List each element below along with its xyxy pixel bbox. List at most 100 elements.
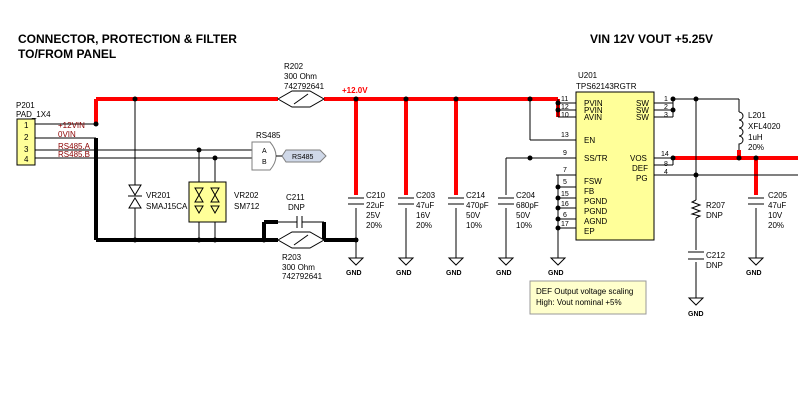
def-note: DEF Output voltage scaling High: Vout no… (529, 280, 647, 315)
p201-pin-1: 1 (24, 121, 29, 130)
vr201-ref: VR201 (146, 191, 171, 200)
u201-sw-1: SW (636, 99, 649, 108)
p201-part: PAD_1X4 (16, 110, 51, 119)
c211-ref: C211 (286, 193, 305, 202)
u201-pin-12: 12 (561, 104, 569, 111)
c214-voltage: 50V (466, 211, 481, 220)
c204-value: 680pF (516, 201, 539, 210)
u201-pin-10: 10 (561, 112, 569, 119)
gnd-label: GND (396, 270, 412, 277)
title-line-1: CONNECTOR, PROTECTION & FILTER (18, 32, 237, 46)
note-line-1: DEF Output voltage scaling (536, 287, 633, 296)
l201-tol: 20% (748, 143, 764, 152)
u201-avin: AVIN (584, 113, 602, 122)
u201-pvin-2: PVIN (584, 106, 603, 115)
c205-tol: 20% (768, 221, 784, 230)
cap-c205: C205 47uF 10V 20% (748, 191, 788, 230)
gnd-c203: GND (396, 257, 415, 277)
rail-label: +12.0V (342, 86, 368, 95)
u201-pin-1: 1 (664, 96, 668, 103)
cap-c204: C204 680pF 50V 10% (498, 191, 539, 230)
c210-value: 22uF (366, 201, 384, 210)
c204-tol: 10% (516, 221, 532, 230)
c211-value: DNP (288, 203, 305, 212)
gnd-label: GND (446, 270, 462, 277)
cap-c203: C203 47uF 16V 20% (398, 191, 436, 230)
u201-ep: EP (584, 227, 595, 236)
u201-fb: FB (584, 187, 594, 196)
resistor-r207: R207 DNP (690, 199, 726, 220)
rs485-net-label: RS485 (292, 154, 314, 161)
u201-ref: U201 (578, 71, 598, 80)
ic-u201: U201 TPS62143RGTR 11 PVIN 12 PVIN 10 AVI… (561, 71, 669, 241)
r202-part: 742792641 (284, 82, 325, 91)
c212-ref: C212 (706, 251, 726, 260)
p201-body (16, 118, 36, 166)
r207-value: DNP (706, 211, 723, 220)
net-0vin: 0VIN (58, 130, 76, 139)
u201-pin-5: 5 (563, 179, 567, 186)
c203-tol: 20% (416, 221, 432, 230)
c205-value: 47uF (768, 201, 786, 210)
u201-pgnd-1: PGND (584, 197, 607, 206)
vr202-value: SM712 (234, 202, 260, 211)
p201-pin-2: 2 (24, 133, 29, 142)
gnd-u201: GND (548, 257, 567, 277)
vr202-ref: VR202 (234, 191, 259, 200)
net-rs485-b: RS485.B (58, 150, 90, 159)
r203-ref: R203 (282, 253, 302, 262)
tvs-vr202: VR202 SM712 (188, 181, 260, 223)
u201-pin-6: 6 (563, 212, 567, 219)
r203-value: 300 Ohm (282, 263, 315, 272)
cap-c214: C214 470pF 50V 10% (448, 191, 489, 230)
note-box (529, 280, 647, 315)
junctions (93, 96, 759, 243)
gnd-c204: GND (496, 257, 515, 277)
c205-ref: C205 (768, 191, 788, 200)
cap-c212: C212 DNP (688, 251, 726, 270)
u201-pin-8: 8 (664, 161, 668, 168)
gnd-c205: GND (746, 257, 765, 277)
r207-ref: R207 (706, 201, 726, 210)
u201-en: EN (584, 136, 595, 145)
c204-voltage: 50V (516, 211, 531, 220)
rs485-port-a: A (262, 148, 267, 155)
c214-tol: 10% (466, 221, 482, 230)
c214-value: 470pF (466, 201, 489, 210)
l201-ind: 1uH (748, 133, 763, 142)
inductor-l201: L201 XFL4020 1uH 20% (738, 111, 781, 152)
u201-def: DEF (632, 164, 648, 173)
u201-sstr: SS/TR (584, 154, 608, 163)
rs485-port-name: RS485 (256, 131, 281, 140)
u201-pin-15: 15 (561, 191, 569, 198)
p201-pin-4: 4 (24, 155, 29, 164)
r203-part: 742792641 (282, 272, 323, 281)
u201-sw-2: SW (636, 106, 649, 115)
u201-pin-17: 17 (561, 221, 569, 228)
u201-pg: PG (636, 174, 648, 183)
tvs-vr201: VR201 SMAJ15CA (128, 184, 188, 218)
gnd-c212: GND (687, 297, 705, 318)
u201-body (575, 91, 655, 241)
u201-pvin-1: PVIN (584, 99, 603, 108)
c210-tol: 20% (366, 221, 382, 230)
c212-value: DNP (706, 261, 723, 270)
c210-ref: C210 (366, 191, 386, 200)
gnd-label: GND (548, 270, 564, 277)
gnd-label: GND (496, 270, 512, 277)
c203-voltage: 16V (416, 211, 431, 220)
thin-wires (35, 98, 798, 298)
l201-ref: L201 (748, 111, 766, 120)
net-rs485-a: RS485.A (58, 142, 91, 151)
u201-pin-13: 13 (561, 132, 569, 139)
u201-pin-4: 4 (664, 169, 668, 176)
gnd-symbols: GND GND GND GND GND GND GND (346, 257, 765, 318)
gnd-c210: GND (346, 257, 365, 277)
connector-p201: P201 PAD_1X4 1 2 3 4 +12VIN 0VIN RS485.A… (16, 101, 91, 166)
u201-pin-14: 14 (661, 151, 669, 158)
title-right: VIN 12V VOUT +5.25V (590, 32, 713, 46)
u201-pin-3: 3 (664, 112, 668, 119)
cap-c211: C211 DNP (278, 193, 324, 228)
